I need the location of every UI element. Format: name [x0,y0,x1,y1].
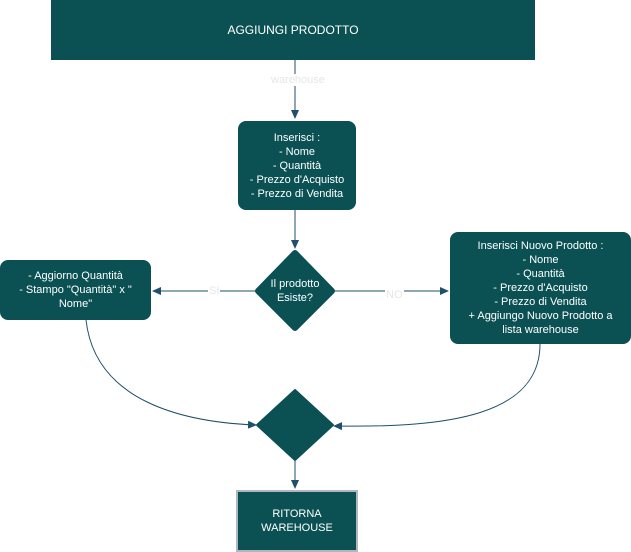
decision-label: Il prodotto Esiste? [270,278,320,304]
end-node-label: RITORNA WAREHOUSE [261,508,333,534]
end-node: RITORNA WAREHOUSE [236,490,358,552]
start-node: AGGIUNGI PRODOTTO [51,0,535,60]
edge-insert-to-merge [333,343,541,431]
input-node-label: Inserisci : - Nome - Quantità - Prezzo d… [249,131,345,200]
merge-diamond [256,389,334,461]
decision-diamond [255,250,335,331]
edge-update-to-merge [85,319,257,429]
insert-new-node-label: Inserisci Nuovo Prodotto : - Nome - Quan… [468,240,613,336]
edge-label-yes: SI [208,285,221,297]
edge-label-warehouse: warehouse [270,74,326,86]
start-node-label: AGGIUNGI PRODOTTO [227,23,359,37]
insert-new-node: Inserisci Nuovo Prodotto : - Nome - Quan… [450,232,631,344]
update-node: - Aggiorno Quantità - Stampo "Quantità" … [0,260,151,320]
update-node-label: - Aggiorno Quantità - Stampo "Quantità" … [19,270,132,310]
edge-label-no: NO [385,289,404,301]
input-node: Inserisci : - Nome - Quantità - Prezzo d… [238,121,356,210]
